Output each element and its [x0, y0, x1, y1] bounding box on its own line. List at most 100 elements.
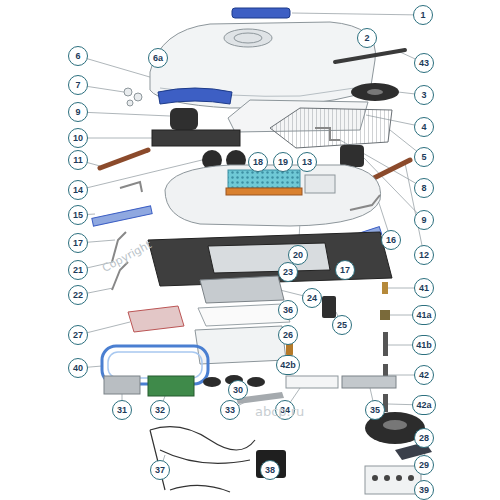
callout-number: 26 [278, 325, 298, 345]
callout-number: 17 [68, 233, 88, 253]
callout-number: 6a [148, 48, 168, 68]
callout-label: 11 [73, 156, 83, 165]
callout-number: 37 [150, 460, 170, 480]
leader-line [78, 112, 170, 116]
callout-label: 17 [73, 239, 83, 248]
callout-label: 10 [73, 134, 83, 143]
callout-number: 29 [414, 455, 434, 475]
callout-label: 4 [421, 123, 426, 132]
callout-label: 38 [265, 466, 275, 475]
callout-number: 6 [68, 46, 88, 66]
callout-label: 31 [117, 406, 127, 415]
callout-number: 16 [381, 230, 401, 250]
callout-label: 6a [153, 54, 163, 63]
callout-label: 5 [421, 153, 426, 162]
callout-label: 9 [421, 216, 426, 225]
leader-line [405, 163, 424, 255]
callout-number: 3 [414, 85, 434, 105]
callout-label: 42a [416, 401, 431, 410]
callout-number: 24 [302, 288, 322, 308]
callout-number: 7 [68, 75, 88, 95]
callout-label: 36 [283, 306, 293, 315]
callout-label: 13 [302, 158, 312, 167]
callout-number: 28 [414, 428, 434, 448]
callout-number: 40 [68, 358, 88, 378]
callout-number: 36 [278, 300, 298, 320]
callout-number: 18 [248, 152, 268, 172]
callout-label: 8 [421, 184, 426, 193]
callout-number: 19 [273, 152, 293, 172]
callout-number: 30 [228, 380, 248, 400]
callout-number: 11 [68, 150, 88, 170]
callout-label: 43 [419, 59, 429, 68]
callout-number: 14 [68, 180, 88, 200]
callout-number: 35 [365, 400, 385, 420]
callout-number: 42a [412, 395, 436, 415]
callout-label: 29 [419, 461, 429, 470]
leader-line [292, 13, 423, 15]
callout-label: 24 [307, 294, 317, 303]
callout-number: 10 [68, 128, 88, 148]
callout-label: 26 [283, 331, 293, 340]
callout-label: 19 [278, 158, 288, 167]
callout-label: 33 [225, 406, 235, 415]
callout-number: 17 [335, 260, 355, 280]
callout-label: 41 [419, 284, 429, 293]
callout-label: 28 [419, 434, 429, 443]
callout-label: 9 [75, 108, 80, 117]
callout-number: 33 [220, 400, 240, 420]
leader-line [78, 138, 152, 139]
callout-label: 18 [253, 158, 263, 167]
callout-label: 41a [416, 311, 431, 320]
callout-number: 2 [357, 28, 377, 48]
callout-label: 39 [419, 486, 429, 495]
callout-label: 32 [155, 406, 165, 415]
callout-number: 9 [414, 210, 434, 230]
callout-number: 15 [68, 205, 88, 225]
callout-label: 23 [283, 268, 293, 277]
callout-number: 42b [276, 355, 300, 375]
callout-label: 30 [233, 386, 243, 395]
callout-label: 16 [386, 236, 396, 245]
callout-number: 31 [112, 400, 132, 420]
callout-number: 8 [414, 178, 434, 198]
callout-label: 41b [416, 341, 432, 350]
callout-number: 39 [414, 480, 434, 500]
callout-label: 35 [370, 406, 380, 415]
callout-label: 20 [293, 251, 303, 260]
callout-label: 42b [280, 361, 296, 370]
callout-label: 37 [155, 466, 165, 475]
callout-label: 22 [73, 291, 83, 300]
callout-number: 1 [413, 5, 433, 25]
callout-label: 17 [340, 266, 350, 275]
callout-number: 22 [68, 285, 88, 305]
callout-number: 41b [412, 335, 436, 355]
callout-number: 27 [68, 325, 88, 345]
watermark: Copyright [100, 238, 154, 275]
callout-number: 32 [150, 400, 170, 420]
callout-number: 38 [260, 460, 280, 480]
callout-number: 13 [297, 152, 317, 172]
callout-number: 9 [68, 102, 88, 122]
callout-number: 4 [414, 117, 434, 137]
callout-label: 27 [73, 331, 83, 340]
callout-label: 14 [73, 186, 83, 195]
callout-number: 23 [278, 262, 298, 282]
callout-label: 6 [75, 52, 80, 61]
callout-label: 2 [364, 34, 369, 43]
callout-number: 5 [414, 147, 434, 167]
callout-number: 41 [414, 278, 434, 298]
callout-label: 25 [337, 321, 347, 330]
callout-label: 12 [419, 251, 429, 260]
callout-number: 12 [414, 245, 434, 265]
callout-label: 42 [419, 371, 429, 380]
callout-number: 25 [332, 315, 352, 335]
callout-label: 15 [73, 211, 83, 220]
watermark: abcp.ru [255, 404, 304, 419]
callout-number: 21 [68, 260, 88, 280]
callout-number: 41a [412, 305, 436, 325]
callout-label: 1 [420, 11, 425, 20]
callout-label: 21 [73, 266, 83, 275]
callout-number: 42 [414, 365, 434, 385]
callout-number: 43 [414, 53, 434, 73]
